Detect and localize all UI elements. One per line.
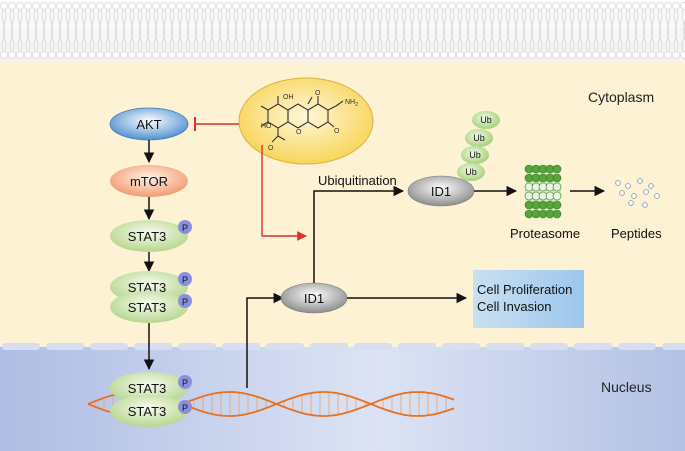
cell-invasion-label: Cell Invasion (477, 299, 551, 314)
id1-ub-label: ID1 (431, 184, 451, 199)
ub-label: Ub (473, 133, 485, 143)
cell-proliferation-label: Cell Proliferation (477, 282, 572, 297)
phospho-label: P (182, 223, 188, 233)
akt-label: AKT (136, 117, 161, 132)
cytoplasm-label: Cytoplasm (588, 89, 654, 105)
phospho-badge (178, 220, 192, 234)
nucleus-region (0, 347, 685, 451)
phospho-label: P (182, 403, 188, 413)
mtor-node: mTOR (110, 165, 188, 197)
id1-label: ID1 (304, 291, 324, 306)
compound-o-ring-label: O (296, 129, 302, 136)
nuclear-envelope (2, 343, 685, 350)
proteasome-icon (524, 164, 562, 219)
transcription-arrow (246, 292, 285, 388)
stat3-nucleus-top-label: STAT3 (128, 381, 167, 396)
compound-to-ubiquitination-arrow (261, 145, 307, 241)
ubiquitination-label: Ubiquitination (318, 173, 397, 188)
id1-node-cytoplasm: ID1 (280, 282, 348, 314)
stat3-phospho-node: STAT3 P (110, 220, 192, 252)
stat3-label: STAT3 (128, 229, 167, 244)
outcome-box: Cell Proliferation Cell Invasion (473, 270, 584, 328)
peptides-label: Peptides (611, 226, 662, 241)
akt-node: AKT (109, 107, 189, 141)
cell-membrane (0, 0, 685, 62)
compound-oh-label: OH (283, 94, 294, 101)
nucleus-label: Nucleus (601, 379, 652, 395)
phospho-label: P (182, 297, 188, 307)
ubiquitin-chain: Ub Ub Ub Ub (457, 111, 500, 181)
ub-label: Ub (465, 167, 477, 177)
stat3-dimer-cytoplasm: STAT3 STAT3 P P (110, 271, 192, 323)
phospho-label: P (182, 275, 188, 285)
ub-label: Ub (480, 115, 492, 125)
compound-o-left-label: O (268, 145, 274, 152)
proteasome-label: Proteasome (510, 226, 580, 241)
ub-label: Ub (469, 150, 481, 160)
id1-node-ubiquitinated: ID1 (407, 175, 475, 207)
phospho-label: P (182, 378, 188, 388)
compound-o-right-label: O (334, 128, 340, 135)
compound-ho-label: HO (261, 123, 272, 130)
compound-molecule: OH HO O O O O NH2 (238, 77, 374, 165)
stat3-dimer-nucleus: STAT3 STAT3 P P (110, 372, 192, 427)
stat3-dimer-top-label: STAT3 (128, 280, 167, 295)
inhibition-arrow (194, 117, 239, 131)
stat3-dimer-bottom-label: STAT3 (128, 300, 167, 315)
stat3-nucleus-bottom-label: STAT3 (128, 404, 167, 419)
compound-o-top-label: O (315, 90, 321, 97)
chemical-structure-icon (260, 96, 344, 143)
ubiquitination-arrow (313, 185, 405, 283)
peptides-icon (615, 178, 660, 208)
compound-nh2-label: NH2 (345, 99, 358, 108)
mtor-label: mTOR (130, 174, 168, 189)
